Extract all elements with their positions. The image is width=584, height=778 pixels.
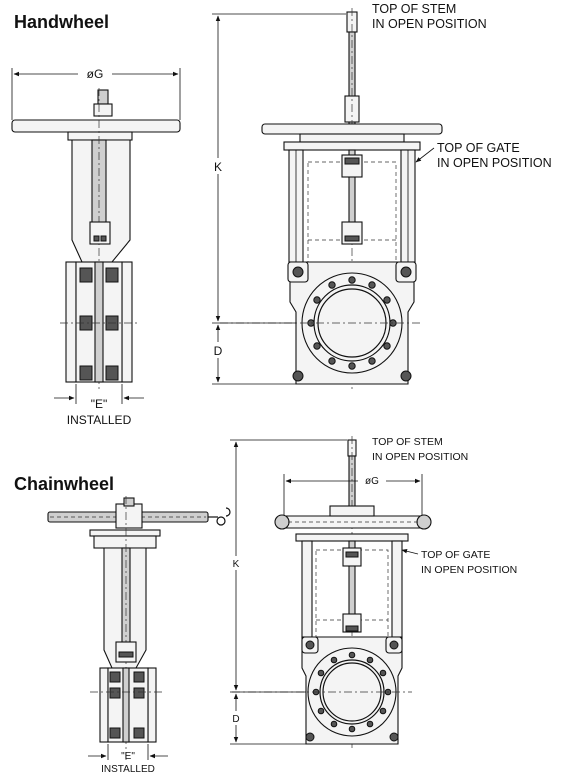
handwheel-gate-open-position-label: IN OPEN POSITION xyxy=(437,156,552,170)
handwheel-top-of-stem-label: TOP OF STEM xyxy=(372,2,456,16)
chainwheel-flange-bolts xyxy=(312,651,392,733)
handwheel-stem-open-position-label: IN OPEN POSITION xyxy=(372,17,487,31)
handwheel-front-view: K D TOP OF STEM IN OPEN POSITION TOP OF … xyxy=(210,2,552,392)
chainwheel-top-of-stem-label: TOP OF STEM xyxy=(372,436,443,448)
chainwheel-e-dimension: "E" xyxy=(121,751,135,762)
handwheel-flange-bolts xyxy=(307,276,397,370)
handwheel-e-dimension: "E" xyxy=(91,397,108,411)
chainwheel-title: Chainwheel xyxy=(14,474,114,494)
chainwheel-g-dimension: øG xyxy=(365,476,379,487)
chainwheel-stem-open-position-label: IN OPEN POSITION xyxy=(372,451,468,463)
handwheel-top-of-gate-label: TOP OF GATE xyxy=(437,141,520,155)
chainwheel-d-dimension: D xyxy=(232,714,239,725)
handwheel-title: Handwheel xyxy=(14,12,109,32)
chainwheel-installed-label: INSTALLED xyxy=(101,764,155,775)
handwheel-d-dimension: D xyxy=(214,344,223,358)
chainwheel-front-view: øG xyxy=(228,436,517,748)
chainwheel-top-of-gate-label: TOP OF GATE xyxy=(421,549,490,561)
handwheel-side-g-dimension: øG xyxy=(87,67,104,81)
handwheel-k-dimension: K xyxy=(214,160,222,174)
handwheel-installed-label: INSTALLED xyxy=(67,413,132,427)
chainwheel-gate-open-position-label: IN OPEN POSITION xyxy=(421,564,517,576)
chainwheel-side-view: Chainwheel "E" INSTA xyxy=(14,474,231,775)
chainwheel-k-dimension: K xyxy=(233,559,240,570)
handwheel-side-view: Handwheel øG " xyxy=(11,12,181,427)
